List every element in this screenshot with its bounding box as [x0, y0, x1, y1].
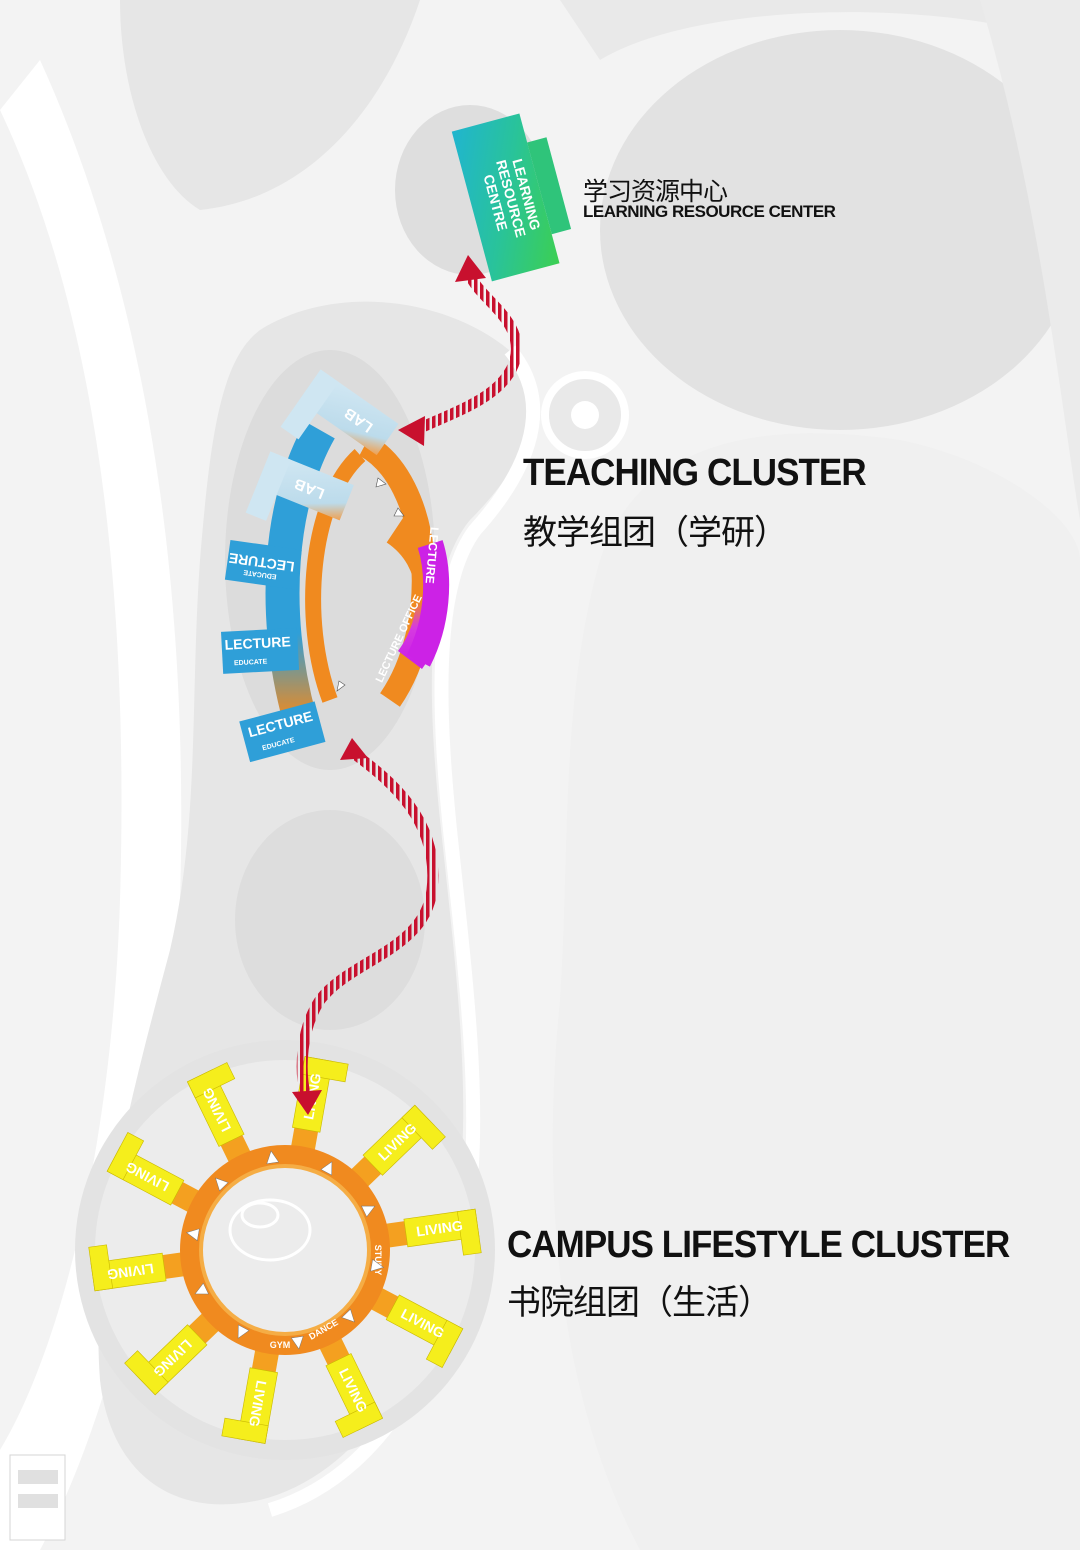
- lecture-wing-1: LECTURE EDUCATE: [224, 539, 302, 590]
- inner-lecture-label: LECTURE: [423, 527, 442, 585]
- living-label-6: LIVING: [246, 1379, 270, 1428]
- living-wing-8: LIVING: [88, 1244, 188, 1292]
- lab-wing-1: LAB: [280, 369, 399, 456]
- ring-label-study: STUDY: [373, 1245, 383, 1276]
- arrow-lrc-to-teaching: [417, 272, 522, 434]
- ring-arrow-5: [290, 1336, 304, 1350]
- living-wing-2: LIVING: [348, 1104, 446, 1190]
- lrc-title-en: LEARNING RESOURCE CENTER: [583, 202, 836, 221]
- lecture-wing-3: LECTURE EDUCATE: [239, 701, 326, 763]
- ring-arrow-9: [215, 1177, 229, 1192]
- teaching-cluster-buildings: LAB LAB LECTURE EDUCATE LECTURE EDUCATE …: [221, 369, 450, 763]
- ring-arrow-2: [361, 1205, 376, 1218]
- living-label-3: LIVING: [415, 1217, 464, 1239]
- ring-arrow-3: [370, 1258, 385, 1272]
- lecture-wing-2: LECTURE EDUCATE: [221, 627, 300, 674]
- lecture-label-2: LECTURE: [224, 633, 291, 652]
- connection-arrows: [292, 255, 522, 1115]
- living-wing-3: LIVING: [382, 1208, 482, 1256]
- teaching-cluster-title-en: TEACHING CLUSTER: [523, 452, 867, 494]
- lifestyle-ring: [180, 1145, 390, 1355]
- educate-label-1: EDUCATE: [243, 568, 277, 580]
- ring-arrow-10: [266, 1150, 280, 1164]
- ring-arrow-1: [320, 1161, 333, 1176]
- learning-resource-centre-building: LEARNING RESOURCE CENTRE: [451, 113, 572, 282]
- ring-arrow-6: [237, 1324, 250, 1339]
- lab-wing-2: LAB: [245, 451, 354, 521]
- lifestyle-cluster-title-zh: 书院组团（生活）: [507, 1283, 772, 1323]
- educate-label-2: EDUCATE: [234, 659, 268, 668]
- living-wing-6: LIVING: [221, 1346, 280, 1444]
- ring-arrow-8: [185, 1228, 200, 1242]
- lifestyle-cluster-title-en: CAMPUS LIFESTYLE CLUSTER: [507, 1224, 1010, 1266]
- ring-arrow-4: [341, 1308, 355, 1323]
- arrow-teaching-to-lifestyle: [296, 747, 439, 1097]
- ring-label-gym: GYM: [270, 1340, 291, 1350]
- living-wing-10: LIVING: [186, 1062, 252, 1166]
- living-label-8: LIVING: [106, 1261, 155, 1283]
- teaching-cluster-title-zh: 教学组团（学研）: [523, 513, 788, 553]
- ring-arrow-7: [194, 1282, 209, 1295]
- lrc-title-zh: 学习资源中心: [583, 177, 728, 206]
